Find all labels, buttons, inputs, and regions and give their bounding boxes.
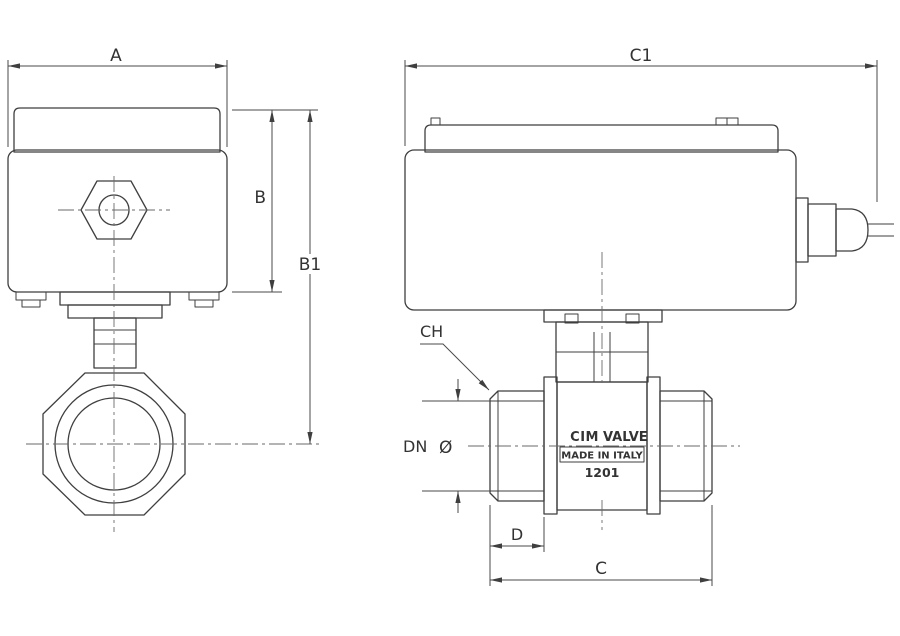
mount-tab-right-foot [194, 299, 214, 308]
actuator-lid-outline [424, 124, 779, 153]
port-bore-lines [490, 400, 712, 492]
dim-label-b: B [254, 188, 266, 208]
bracket-plate-front [59, 291, 171, 306]
dim-label-diameter: Ø [439, 438, 452, 458]
side-view: CIM VALVE MADE IN ITALY 1201 [404, 117, 894, 515]
dim-label-a: A [110, 46, 122, 66]
actuator-body-side [404, 149, 797, 311]
valve-model-text: 1201 [585, 465, 620, 480]
actuator-cap-outline [13, 107, 221, 153]
bracket-bolt-left [564, 313, 579, 324]
cable-lines [868, 223, 894, 237]
dim-label-d: D [511, 525, 523, 544]
dim-label-c: C [595, 559, 607, 579]
bracket-bolt-right [625, 313, 640, 324]
mount-tab-right [188, 291, 220, 301]
gland-flange [795, 197, 809, 263]
valve-brand-suffix-text: VALVE [603, 430, 648, 445]
dim-label-dn: DN [403, 437, 427, 456]
gland-dome [835, 208, 869, 252]
dim-label-b1-mask [293, 254, 327, 274]
stem-lines [556, 332, 648, 382]
mount-tab-left-foot [21, 299, 41, 308]
stem-neck-lines [94, 329, 136, 345]
valve-brand-text: CIM [570, 430, 599, 445]
gland-nut [807, 203, 837, 257]
front-view [7, 107, 228, 516]
bracket-lower-front [67, 304, 163, 319]
dim-label-ch: CH [420, 322, 443, 341]
actuator-body-outline [7, 149, 228, 293]
bracket-plate-side [543, 309, 663, 323]
dimensions: A C1 B B1 CH DN Ø D C [7, 46, 878, 586]
stem-neck-front [93, 317, 137, 369]
valve-body-octagon [42, 372, 186, 516]
origin-box [559, 446, 645, 463]
valve-flange-ring-right [646, 376, 661, 515]
lid-clip-left [430, 117, 441, 126]
valve-flange-ring-left [543, 376, 558, 515]
mount-tab-left [15, 291, 47, 301]
valve-origin-text: MADE IN ITALY [561, 451, 643, 462]
dim-label-c1: C1 [630, 46, 653, 66]
centerlines [26, 176, 740, 532]
dim-label-b1: B1 [299, 255, 321, 275]
